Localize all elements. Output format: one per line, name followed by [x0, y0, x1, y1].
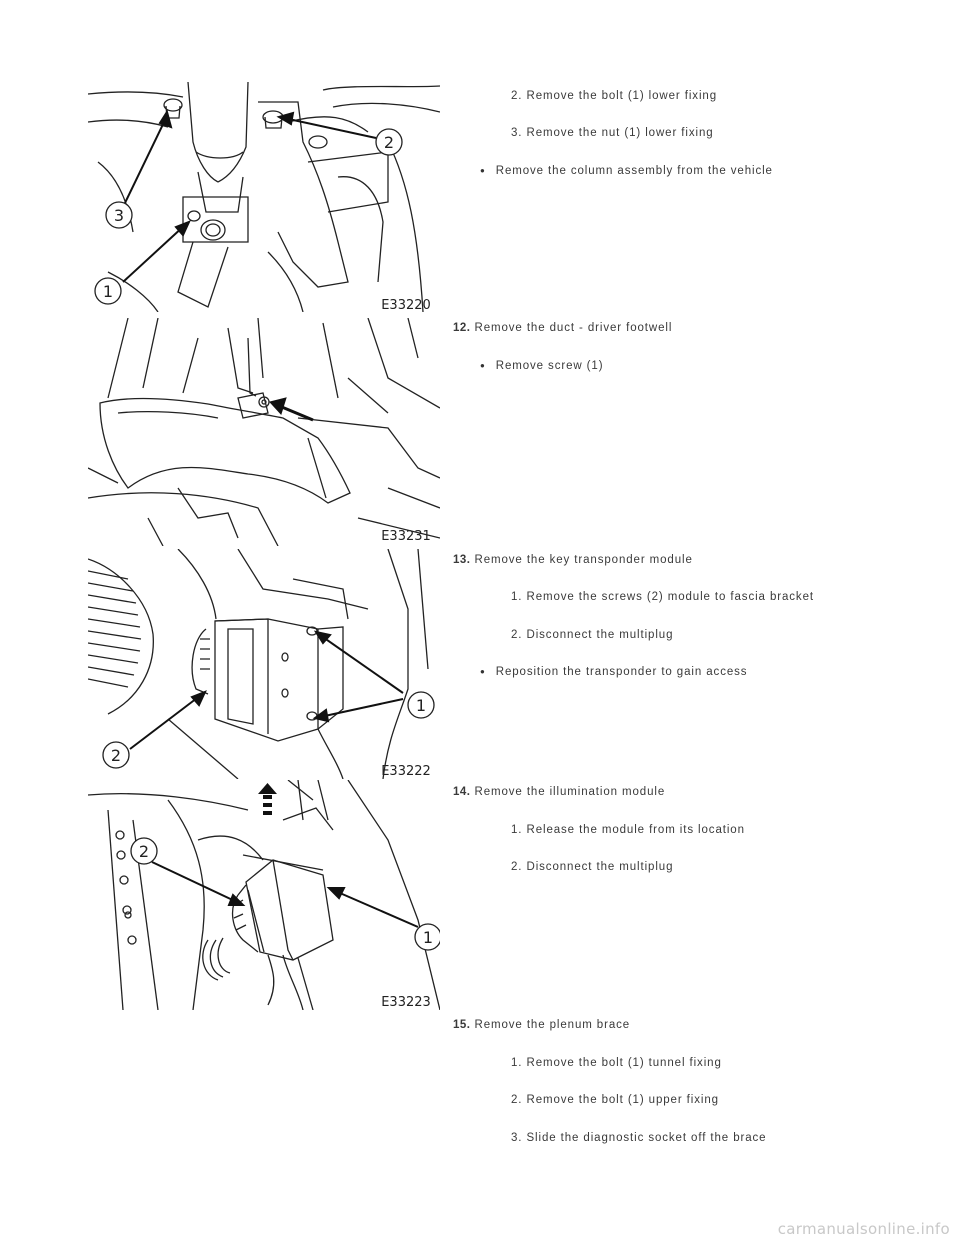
step-heading: 14.Remove the illumination module — [453, 786, 665, 798]
bullet-line: Remove the column assembly from the vehi… — [480, 165, 773, 177]
step-title: Remove the duct - driver footwell — [474, 322, 673, 334]
figure-e33223: 2 1 E33223 — [88, 780, 440, 1010]
step-title: Remove the plenum brace — [474, 1019, 631, 1031]
callout-label: 1 — [103, 282, 113, 301]
step-heading: 15.Remove the plenum brace — [453, 1019, 630, 1031]
step-title: Remove the key transponder module — [474, 554, 693, 566]
step-number: 13. — [453, 554, 471, 566]
figure-id: E33231 — [381, 529, 431, 544]
substep-line: 1. Remove the bolt (1) tunnel fixing — [511, 1057, 722, 1069]
watermark-link[interactable]: carmanualsonline.info — [777, 1220, 950, 1238]
figure-id: E33222 — [381, 764, 431, 779]
callout-label: 2 — [384, 133, 394, 152]
substep-line: 3. Remove the nut (1) lower fixing — [511, 127, 714, 139]
figure-callout-2 — [130, 837, 158, 865]
bullet-line: Remove screw (1) — [480, 360, 603, 372]
substep-line: 1. Release the module from its location — [511, 824, 745, 836]
callout-label: 1 — [423, 928, 433, 947]
step-number: 12. — [453, 322, 471, 334]
substep-line: 1. Remove the screws (2) module to fasci… — [511, 591, 814, 603]
callout-label: 3 — [114, 206, 124, 225]
figure-id: E33223 — [381, 995, 431, 1010]
figure-e33220: 3 2 1 E33220 — [88, 82, 440, 312]
figure-callout-3 — [105, 201, 133, 229]
bullet-line: Reposition the transponder to gain acces… — [480, 666, 747, 678]
callout-label: 2 — [111, 746, 121, 765]
figure-e33231: E33231 — [88, 318, 440, 546]
callout-label: 2 — [139, 842, 149, 861]
substep-line: 2. Remove the bolt (1) upper fixing — [511, 1094, 719, 1106]
substep-line: 3. Slide the diagnostic socket off the b… — [511, 1132, 767, 1144]
figure-id: E33220 — [381, 298, 431, 312]
figure-callout-1 — [94, 277, 122, 305]
step-number: 14. — [453, 786, 471, 798]
callout-label: 1 — [416, 696, 426, 715]
substep-line: 2. Disconnect the multiplug — [511, 629, 674, 641]
figure-callout-2 — [102, 741, 130, 769]
step-title: Remove the illumination module — [474, 786, 666, 798]
substep-line: 2. Remove the bolt (1) lower fixing — [511, 90, 717, 102]
figure-callout-1 — [414, 923, 440, 951]
step-number: 15. — [453, 1019, 471, 1031]
figure-callout-1 — [407, 691, 435, 719]
figure-callout-2 — [375, 128, 403, 156]
step-heading: 12.Remove the duct - driver footwell — [453, 322, 672, 334]
figure-e33222: 1 2 E33222 — [88, 549, 440, 779]
step-heading: 13.Remove the key transponder module — [453, 554, 693, 566]
substep-line: 2. Disconnect the multiplug — [511, 861, 674, 873]
